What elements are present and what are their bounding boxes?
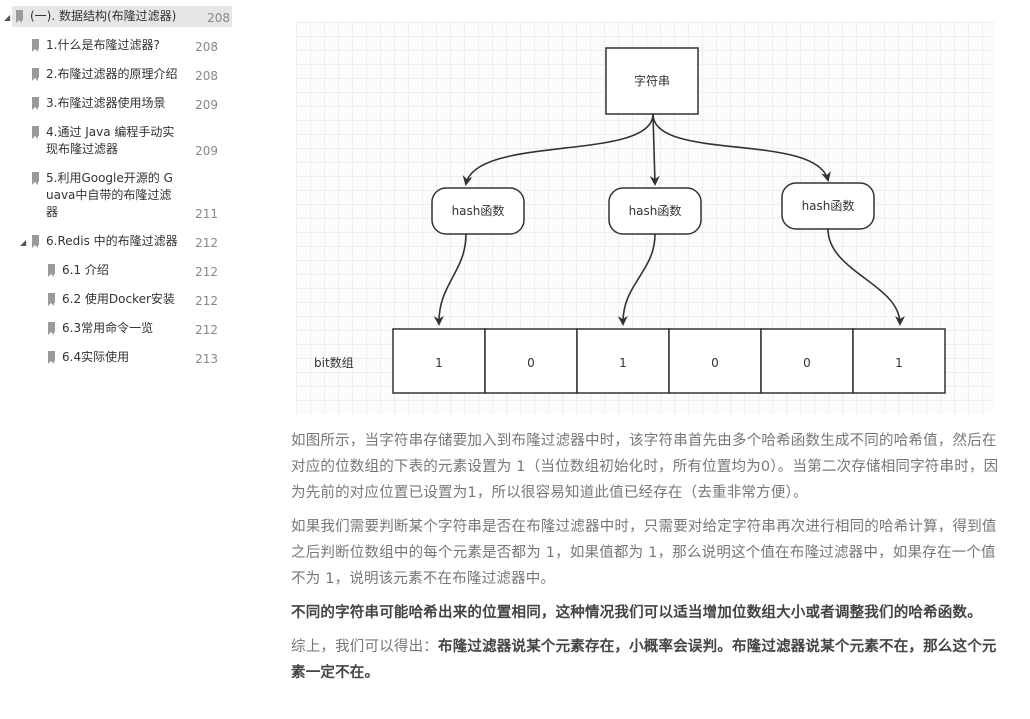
bit-cell-value: 1: [435, 356, 443, 370]
paragraph-4: 综上，我们可以得出：布隆过滤器说某个元素存在，小概率会误判。布隆过滤器说某个元素…: [291, 634, 1003, 686]
toc-item-title-line: 器: [46, 205, 59, 219]
arrow-string-hash2: [649, 113, 660, 186]
toc-item-title-line: 现布隆过滤器: [46, 142, 119, 156]
bit-cell-value: 1: [895, 356, 903, 370]
toc-item-title-line: 1.什么是布隆过滤器?: [46, 38, 160, 52]
bookmark-icon: [48, 293, 55, 306]
bit-cell: [484, 328, 578, 394]
toc-item-title-line: 6.1 介绍: [62, 263, 109, 277]
toc-item[interactable]: 3.布隆过滤器使用场景 209: [0, 93, 232, 114]
toc-item-title-line: 6.3常用命令一览: [62, 321, 154, 335]
paragraph-4-bold: 布隆过滤器说某个元素存在，小概率会误判。布隆过滤器说某个元素不在，那么这个元素一…: [291, 639, 997, 681]
paragraph-3: 不同的字符串可能哈希出来的位置相同，这种情况我们可以适当增加位数组大小或者调整我…: [291, 605, 982, 621]
toc-item-page: 208: [195, 40, 218, 54]
arrow-string-hash1: [462, 113, 654, 186]
bookmark-icon: [48, 264, 55, 277]
bit-array: 1 0 1 0 0 1: [392, 328, 946, 394]
toc-item[interactable]: ◢ 6.Redis 中的布隆过滤器 212: [0, 231, 232, 252]
bit-cell: [576, 328, 670, 394]
toc-item-title-line: 5.利用Google开源的 G: [46, 171, 173, 185]
hash-box-1-label: hash函数: [452, 203, 505, 218]
toc-item-title-line: uava中自带的布隆过滤: [46, 188, 172, 202]
toc-item[interactable]: ◢ (一). 数据结构(布隆过滤器) 208: [4, 6, 232, 27]
bit-cell-value: 1: [619, 356, 627, 370]
expand-caret-icon[interactable]: ◢: [4, 13, 11, 22]
bloom-filter-diagram: 字符串 hash函数 hash函数 hash函数 bit数组 1 0 1 0 0 1: [296, 22, 994, 414]
toc-item[interactable]: 6.1 介绍 212: [0, 260, 232, 281]
hash-box-1: [431, 187, 525, 235]
toc-item-title: (一). 数据结构(布隆过滤器): [30, 8, 176, 25]
toc-item-page: 209: [195, 98, 218, 112]
toc-item-page: 212: [195, 265, 218, 279]
toc-item-title: 6.4实际使用: [62, 349, 129, 366]
toc-item[interactable]: 6.2 使用Docker安装 212: [0, 289, 232, 310]
toc-item-title: 1.什么是布隆过滤器?: [46, 37, 160, 54]
bit-cell: [852, 328, 946, 394]
toc-item-title-line: 6.2 使用Docker安装: [62, 292, 175, 306]
arrow-hash1-bit0: [433, 233, 467, 326]
toc-item[interactable]: 4.通过 Java 编程手动实现布隆过滤器 209: [0, 122, 232, 160]
toc-item-page: 208: [195, 69, 218, 83]
toc-item-page: 208: [207, 11, 230, 25]
toc-item-title-line: 2.布隆过滤器的原理介绍: [46, 67, 178, 81]
bookmark-icon: [48, 351, 55, 364]
bookmark-icon: [48, 322, 55, 335]
toc-item-title-line: 4.通过 Java 编程手动实: [46, 125, 175, 139]
bit-cell-value: 0: [711, 356, 719, 370]
bit-cell: [668, 328, 762, 394]
toc-item-title-line: (一). 数据结构(布隆过滤器): [30, 9, 177, 23]
bookmark-icon: [32, 126, 39, 139]
toc-item-title: 6.2 使用Docker安装: [62, 291, 175, 308]
expand-caret-icon[interactable]: ◢: [20, 238, 27, 247]
paragraph-4-prefix: 综上，我们可以得出：: [291, 639, 438, 655]
bit-cell: [760, 328, 854, 394]
bit-array-label: bit数组: [314, 355, 354, 370]
paragraph-2: 如果我们需要判断某个字符串是否在布隆过滤器中时，只需要对给定字符串再次进行相同的…: [291, 519, 997, 587]
bookmark-icon: [32, 172, 39, 185]
toc-item-page: 213: [195, 352, 218, 366]
string-box-label: 字符串: [634, 73, 670, 88]
hash-box-2-label: hash函数: [629, 203, 682, 218]
toc-item-title-line: 3.布隆过滤器使用场景: [46, 96, 166, 110]
toc-item[interactable]: 6.3常用命令一览 212: [0, 318, 232, 339]
toc-item-page: 212: [195, 236, 218, 250]
toc-item[interactable]: 1.什么是布隆过滤器? 208: [0, 35, 232, 56]
bookmark-icon: [32, 68, 39, 81]
paragraph-1: 如图所示，当字符串存储要加入到布隆过滤器中时，该字符串首先由多个哈希函数生成不同…: [291, 433, 999, 501]
toc-item-page: 209: [195, 144, 218, 158]
bit-cell: [392, 328, 486, 394]
toc-item-title: 2.布隆过滤器的原理介绍: [46, 66, 177, 83]
article-body: 如图所示，当字符串存储要加入到布隆过滤器中时，该字符串首先由多个哈希函数生成不同…: [291, 428, 1003, 694]
hash-box-3-label: hash函数: [802, 198, 855, 213]
toc-item[interactable]: 6.4实际使用 213: [0, 347, 232, 368]
toc-item-page: 212: [195, 294, 218, 308]
bookmark-icon: [32, 235, 39, 248]
toc-item[interactable]: 2.布隆过滤器的原理介绍 208: [0, 64, 232, 85]
toc-item-title: 6.1 介绍: [62, 262, 109, 279]
string-box: [605, 47, 699, 115]
toc-item-title-line: 6.4实际使用: [62, 350, 130, 364]
toc-item[interactable]: 5.利用Google开源的 G uava中自带的布隆过滤器 211: [0, 168, 232, 223]
toc-item-page: 212: [195, 323, 218, 337]
toc-item-title-line: 6.Redis 中的布隆过滤器: [46, 234, 178, 248]
bit-cell-value: 0: [527, 356, 535, 370]
arrow-hash3-bit5: [827, 228, 905, 326]
toc-item-title: 3.布隆过滤器使用场景: [46, 95, 165, 112]
toc-item-title: 6.Redis 中的布隆过滤器: [46, 233, 178, 250]
arrow-string-hash3: [652, 113, 831, 182]
toc-item-title: 6.3常用命令一览: [62, 320, 153, 337]
toc-item-title: 4.通过 Java 编程手动实现布隆过滤器: [46, 124, 174, 158]
bit-cell-value: 0: [803, 356, 811, 370]
diagram-svg: 字符串 hash函数 hash函数 hash函数 bit数组 1 0 1 0 0 1: [314, 47, 946, 394]
toc-item-page: 211: [195, 207, 218, 221]
toc-item-title: 5.利用Google开源的 G uava中自带的布隆过滤器: [46, 170, 173, 221]
bookmark-icon: [32, 97, 39, 110]
bookmark-icon: [16, 10, 23, 23]
bookmark-icon: [32, 39, 39, 52]
arrow-hash2-bit2: [617, 233, 656, 326]
